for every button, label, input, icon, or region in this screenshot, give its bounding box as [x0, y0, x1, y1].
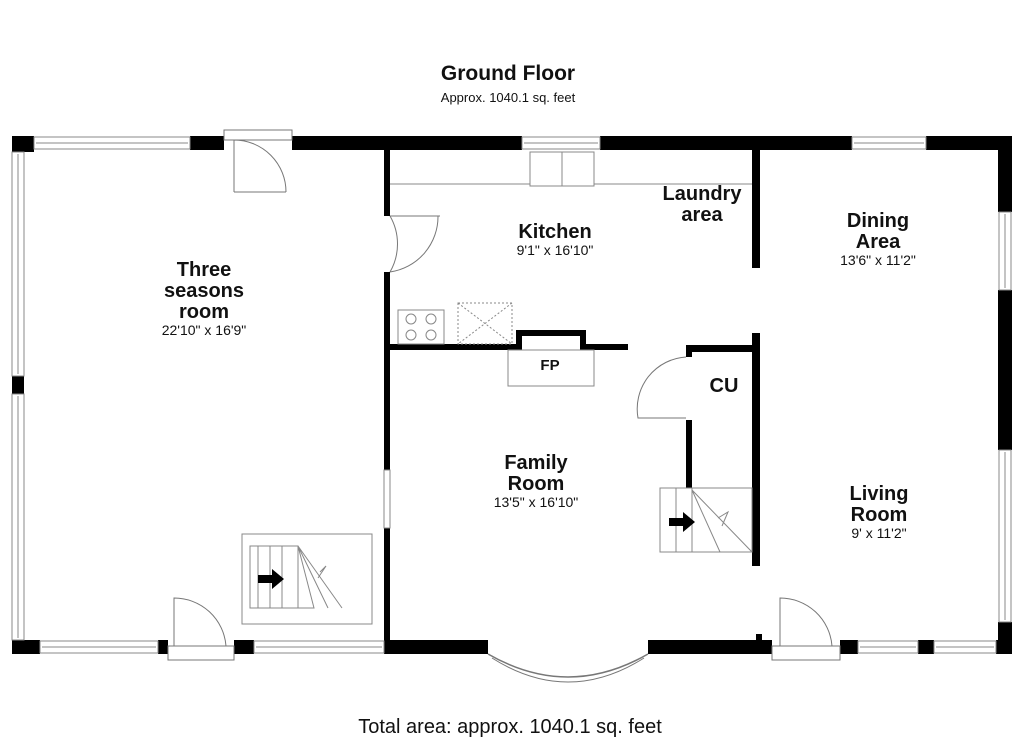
- stove-icon: [397, 309, 445, 345]
- room-name: seasons: [163, 280, 245, 302]
- room-family: Family Room 13'5" x 16'10": [494, 453, 579, 510]
- room-name: Living: [849, 483, 909, 505]
- arrow-right-icon-2: [669, 512, 695, 532]
- room-three-seasons: Three seasons room 22'10" x 16'9": [162, 260, 247, 338]
- fireplace: [507, 349, 595, 387]
- room-laundry: Laundry area: [663, 184, 742, 226]
- room-fp: FP: [540, 358, 559, 374]
- room-kitchen: Kitchen 9'1" x 16'10": [517, 222, 594, 258]
- room-dims: 9'1" x 16'10": [516, 242, 594, 258]
- room-name: area: [681, 204, 723, 226]
- room-dims: 22'10" x 16'9": [161, 322, 247, 338]
- room-name: Room: [850, 504, 908, 526]
- total-area: Total area: approx. 1040.1 sq. feet: [358, 716, 662, 738]
- room-name: Family: [504, 452, 568, 474]
- floor-subtitle: Approx. 1040.1 sq. feet: [440, 90, 576, 105]
- floor-title: Ground Floor: [440, 62, 576, 85]
- room-name: CU: [709, 375, 739, 397]
- room-cu: CU: [710, 376, 739, 397]
- room-name: Three: [176, 259, 232, 281]
- room-dims: 13'6" x 11'2": [840, 252, 916, 268]
- room-dining: Dining Area 13'6" x 11'2": [840, 211, 916, 268]
- room-name: Kitchen: [518, 221, 592, 243]
- walls: [12, 136, 1012, 654]
- room-name: Laundry: [662, 183, 742, 205]
- windows: [11, 136, 1012, 654]
- room-name: Room: [507, 473, 565, 495]
- room-name: Area: [855, 231, 901, 253]
- room-name: FP: [540, 357, 560, 374]
- room-name: room: [178, 301, 229, 323]
- arrow-right-icon: [258, 569, 284, 589]
- arrow-icons: [258, 512, 695, 589]
- doors: [167, 129, 841, 683]
- room-dims: 9' x 11'2": [851, 525, 907, 541]
- room-dims: 13'5" x 16'10": [493, 494, 579, 510]
- room-name: Dining: [846, 210, 910, 232]
- room-living: Living Room 9' x 11'2": [850, 484, 909, 541]
